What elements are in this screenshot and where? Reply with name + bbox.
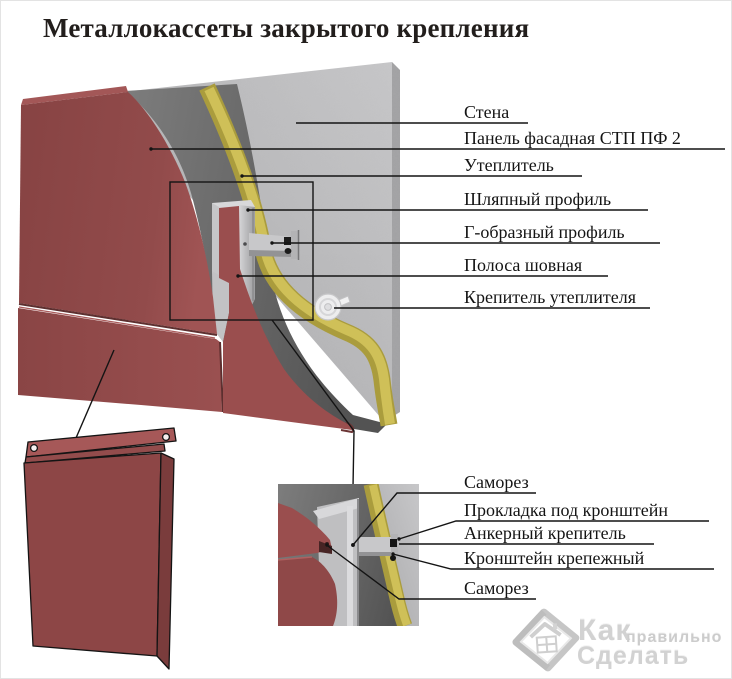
zoom-rectangle [169,181,314,321]
panel-detail [23,427,177,670]
screw-dot [243,242,247,246]
leader-dots [149,147,401,556]
house-icon [529,622,562,654]
watermark-logo [512,608,580,672]
watermark-word-pravilno: правильно [626,629,723,646]
detail-connector-line [271,319,355,488]
insulation-fastener [314,293,351,321]
watermark-word-kak: Как [578,614,632,647]
page-title: Металлокассеты закрытого крепления [43,13,530,43]
detail-bracket [359,534,398,561]
watermark-word-sdelat: Сделать [577,642,690,670]
label-bracket-gasket: Прокладка под кронштейн [464,500,668,520]
facade-panels [18,86,355,434]
label-insulation-fastener: Крепитель утеплителя [464,287,637,307]
leader-lines [151,122,725,600]
label-l-profile: Г-образный профиль [464,222,625,242]
underlay-layer [125,84,387,433]
detail-view [278,484,419,626]
label-wall: Стена [464,102,510,122]
label-screw-bottom: Саморез [464,578,529,598]
main-assembly-view [18,62,400,488]
label-facade-panel: Панель фасадная СТП ПФ 2 [464,128,681,148]
label-hat-profile: Шляпный профиль [464,189,612,209]
label-mounting-bracket: Кронштейн крепежный [464,548,645,568]
panel-detail-connector-line [75,349,115,439]
detail-panels [278,503,338,626]
label-insulation: Утеплитель [464,155,554,175]
label-seam-strip: Полоса шовная [464,255,583,275]
label-anchor-fastener: Анкерный крепитель [464,523,626,543]
label-screw-top: Саморез [464,472,529,492]
